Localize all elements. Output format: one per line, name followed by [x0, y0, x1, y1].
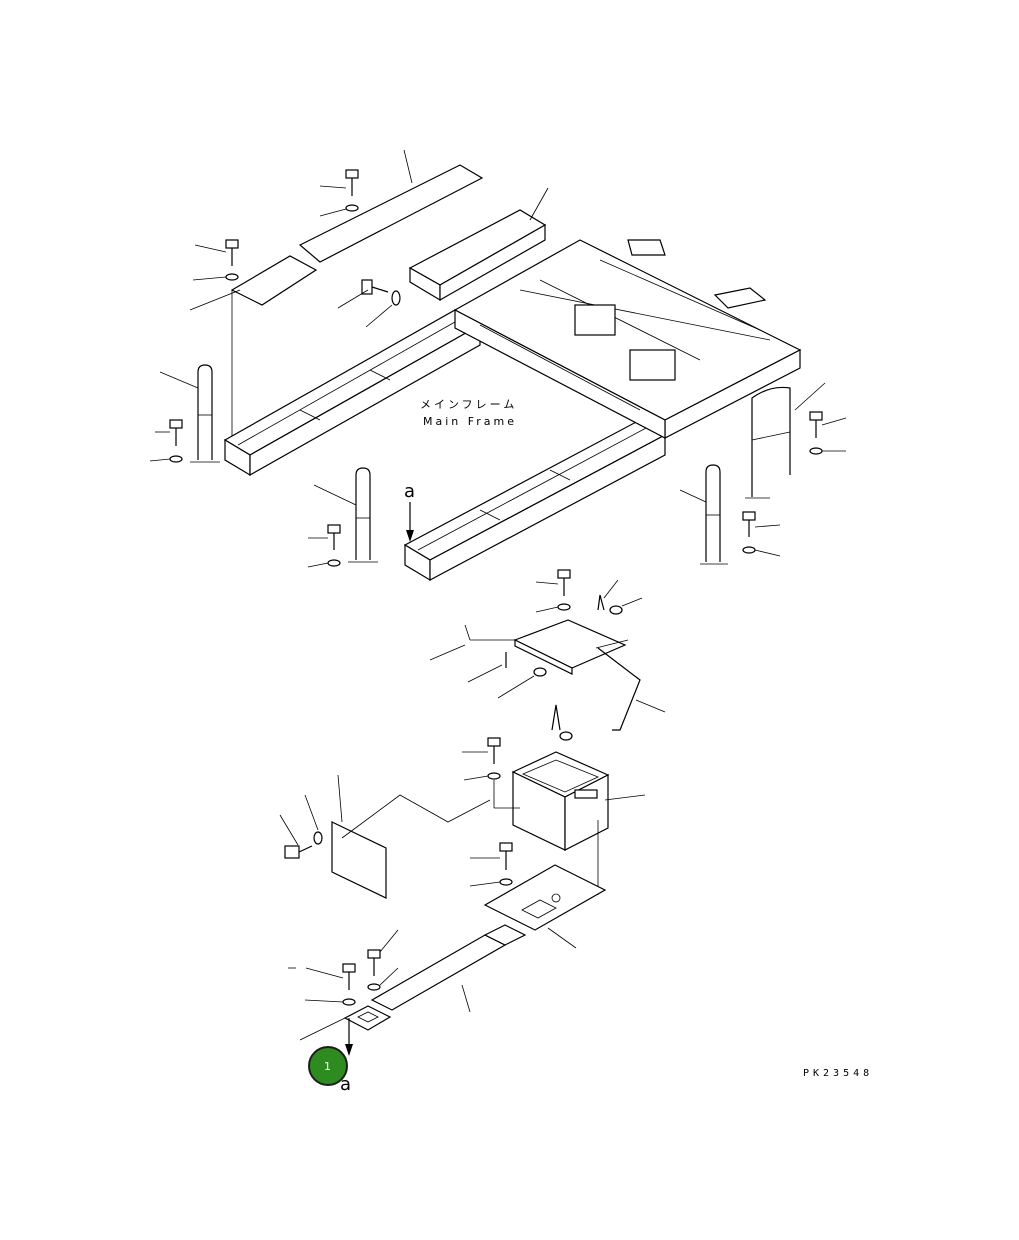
battery-bracket-plate[interactable]: [429, 619, 627, 675]
view-arrow-a-top: a: [404, 481, 415, 542]
battery-box-cover-block[interactable]: [408, 187, 549, 302]
leader-floor-small: [299, 1017, 346, 1041]
bolt-battery-top[interactable]: [535, 569, 571, 613]
top-cover-plate-short[interactable]: [189, 255, 318, 440]
bolt-floor-plate[interactable]: [469, 842, 513, 887]
washer-top-1[interactable]: [319, 204, 359, 217]
view-arrow-a-bottom: a: [340, 1018, 353, 1095]
handrail-front[interactable]: [313, 467, 378, 563]
bolt-top-1[interactable]: [319, 169, 359, 196]
top-cover-plate-long[interactable]: [298, 149, 484, 263]
washer-top-2[interactable]: [192, 273, 239, 281]
clip-battery-top[interactable]: [595, 579, 643, 649]
main-frame[interactable]: [223, 239, 802, 582]
handrail-right-front[interactable]: [679, 464, 728, 565]
bolt-floor-long-2[interactable]: [367, 929, 399, 991]
battery-rod[interactable]: [597, 647, 666, 731]
handrail-left[interactable]: [159, 364, 220, 463]
bolt-battery-box[interactable]: [462, 737, 520, 809]
bolt-frame-front[interactable]: [307, 524, 341, 568]
bolt-side-cover[interactable]: [279, 794, 323, 859]
callout-1-number: 1: [324, 1060, 331, 1073]
drawing-code: PK23548: [803, 1068, 873, 1079]
view-letter-top: a: [404, 481, 415, 502]
callout-1-circle[interactable]: [308, 1046, 348, 1086]
floor-plate-long[interactable]: [370, 924, 527, 1013]
main-frame-label-en: Main Frame: [423, 415, 517, 428]
main-frame-label: メインフレーム Main Frame: [420, 398, 517, 428]
floor-plate-large[interactable]: [483, 864, 607, 949]
battery-box[interactable]: [511, 751, 646, 895]
side-cover-plate[interactable]: [331, 774, 491, 899]
main-frame-label-jp: メインフレーム: [420, 398, 517, 411]
bolt-floor-long-1[interactable]: [288, 963, 356, 1006]
bolt-frame-right-rear[interactable]: [809, 411, 847, 455]
clip-battery-mid[interactable]: [551, 704, 573, 741]
bolt-frame-right-front[interactable]: [742, 511, 781, 557]
bolt-frame-left[interactable]: [149, 419, 183, 463]
handrail-right-rear[interactable]: [745, 382, 826, 499]
bolt-horizontal-top[interactable]: [337, 279, 401, 328]
floor-plate-small[interactable]: [343, 1005, 392, 1031]
view-letter-bottom: a: [340, 1074, 351, 1095]
small-bolt-tray[interactable]: [467, 652, 547, 699]
bolt-top-2[interactable]: [194, 239, 239, 266]
callout-1[interactable]: 1: [308, 1046, 348, 1086]
